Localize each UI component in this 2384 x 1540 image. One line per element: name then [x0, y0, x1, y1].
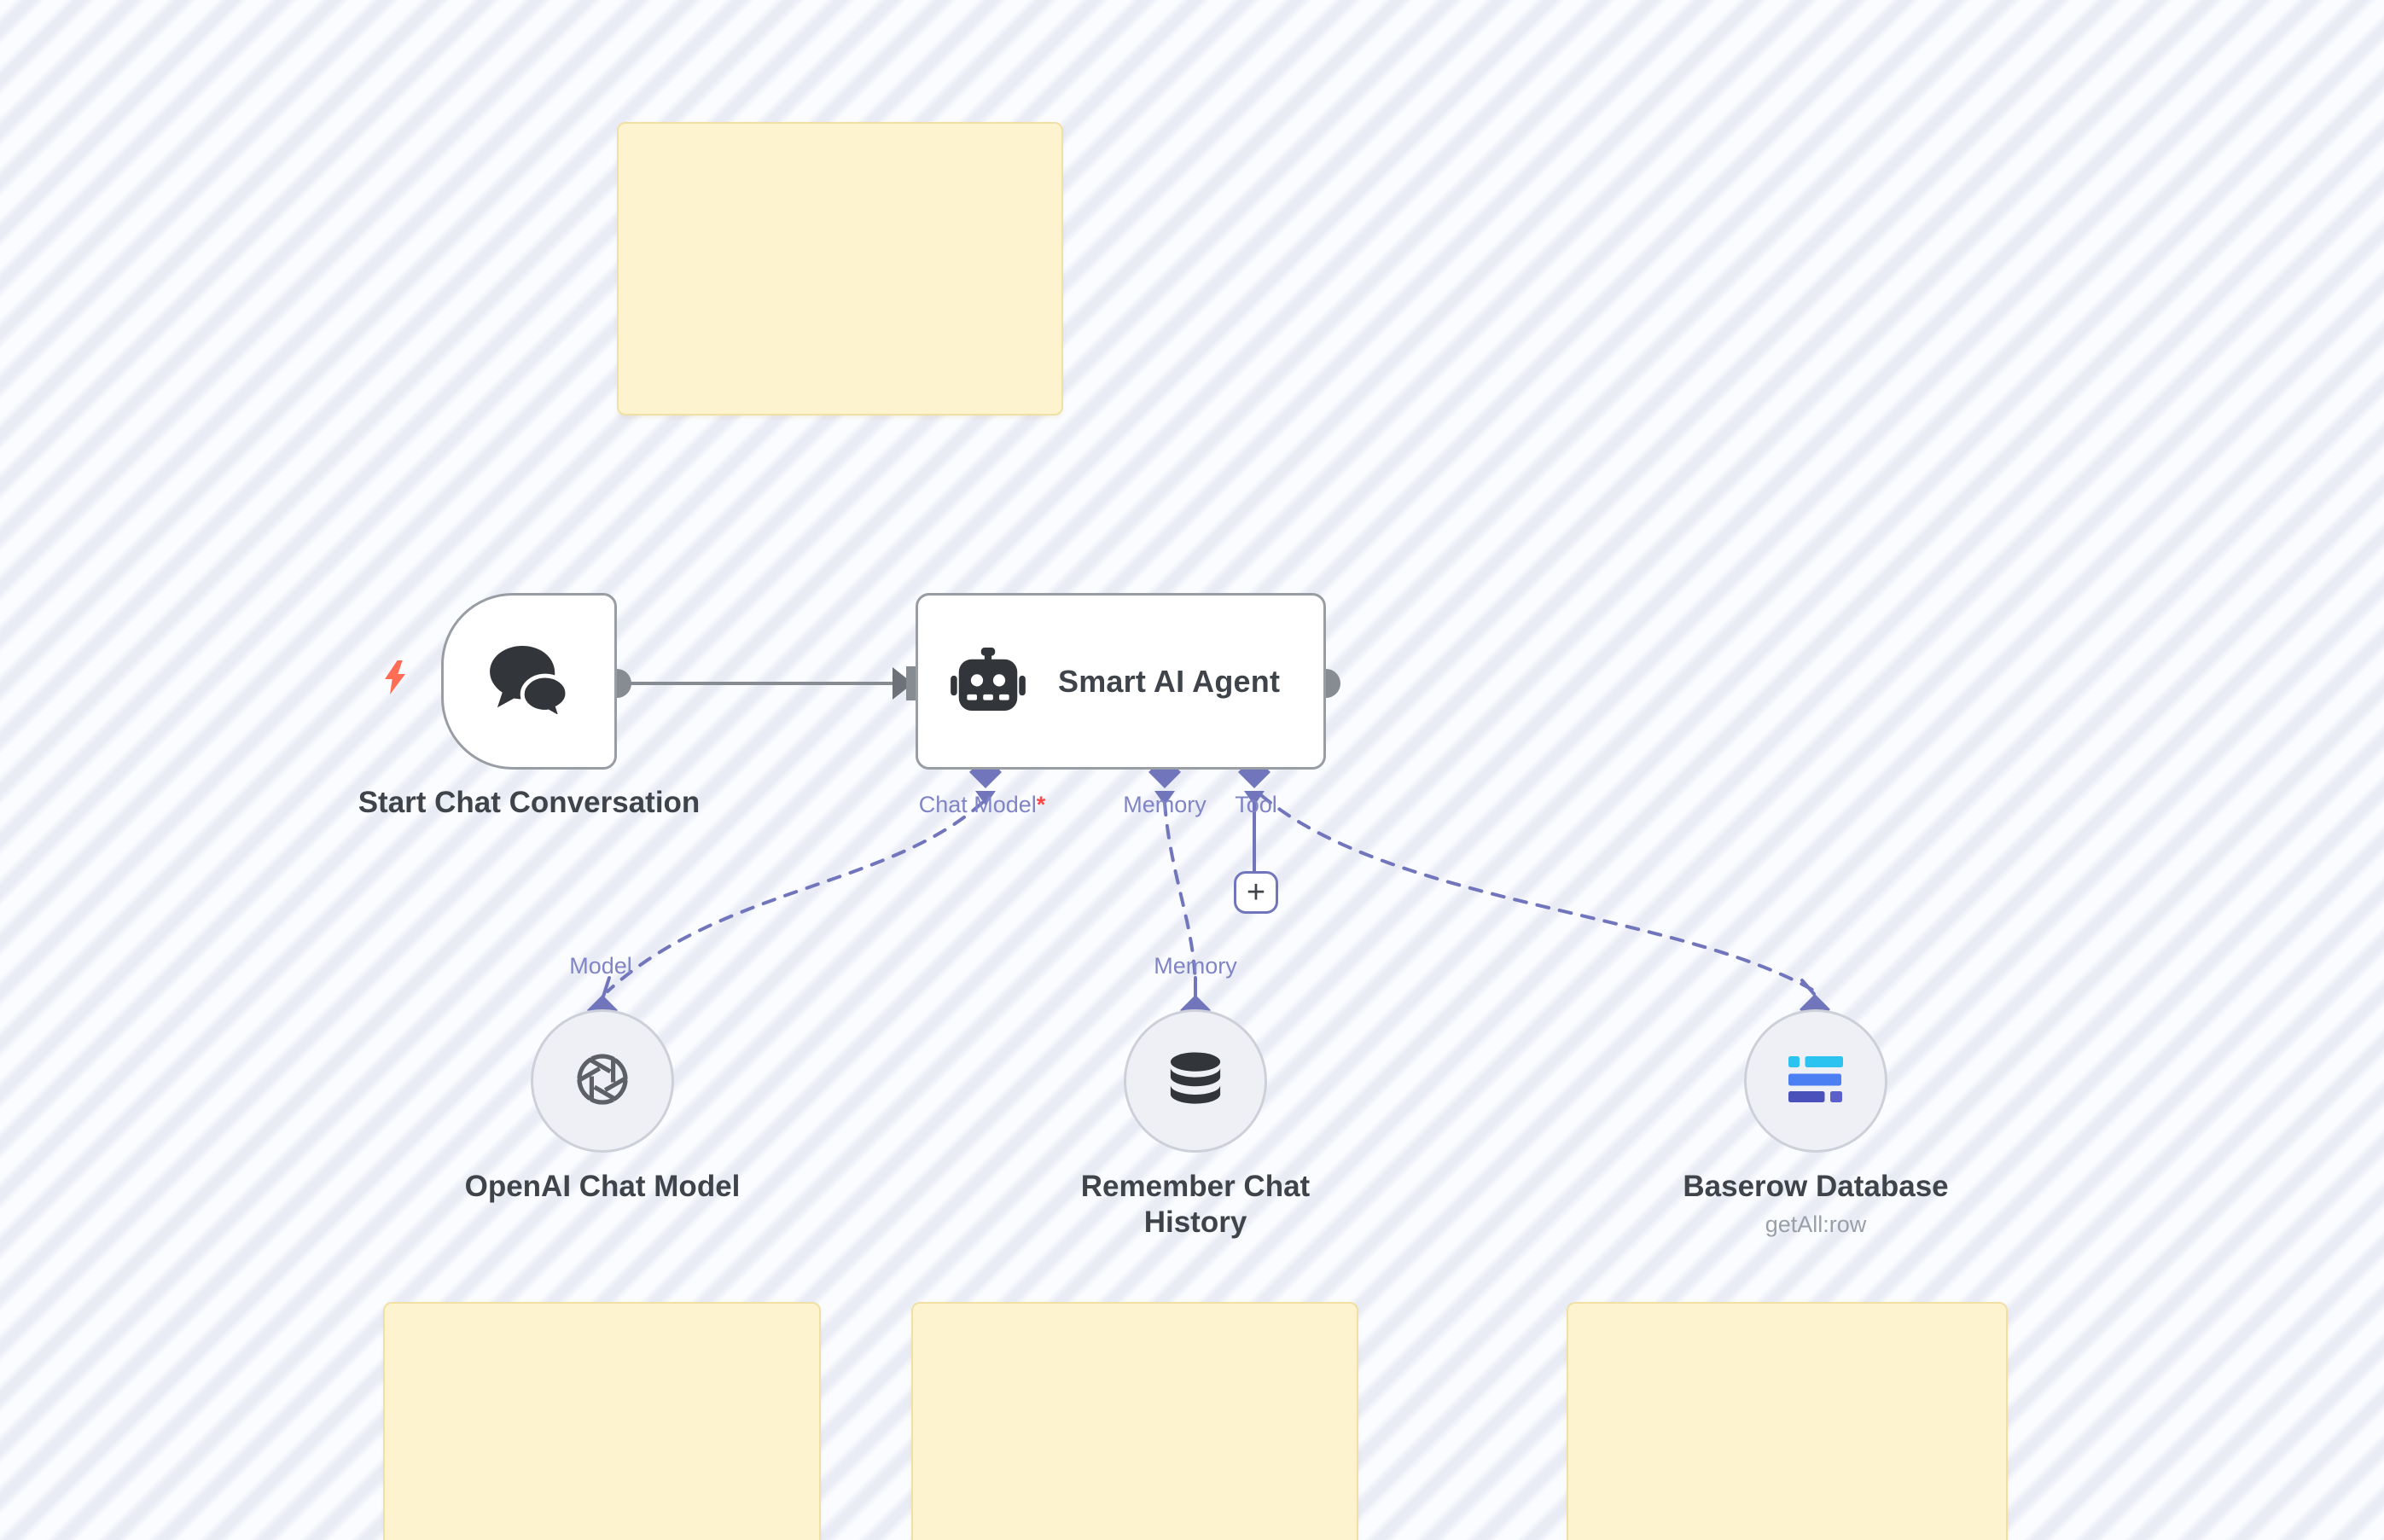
trigger-bolt-icon	[381, 660, 409, 695]
wire-chatmodel-to-openai[interactable]	[606, 801, 984, 993]
baserow-operation-label: getAll:row	[1765, 1212, 1867, 1237]
baserow-logo-icon	[1788, 1055, 1843, 1107]
openai-port-label: Model	[569, 953, 632, 979]
sticky-note[interactable]	[617, 122, 1063, 416]
node-remember-chat-history[interactable]	[1124, 1009, 1267, 1153]
history-node-label: Remember Chat History	[1080, 1170, 1311, 1239]
history-port-label: Memory	[1154, 953, 1237, 979]
node-chat-trigger[interactable]	[441, 593, 617, 770]
openai-node-label: OpenAI Chat Model	[464, 1170, 741, 1203]
node-ai-agent[interactable]: Smart AI Agent	[916, 593, 1326, 770]
sticky-note[interactable]	[911, 1302, 1358, 1540]
node-baserow-database[interactable]	[1744, 1009, 1887, 1153]
add-tool-button[interactable]: +	[1234, 871, 1278, 914]
wire-tool-to-baserow[interactable]	[1259, 793, 1814, 991]
required-marker: *	[1036, 792, 1046, 817]
wire-arrowhead	[893, 667, 913, 700]
wire-stub-openai	[602, 976, 611, 998]
database-icon	[1167, 1051, 1224, 1112]
robot-icon	[951, 648, 1026, 715]
openai-logo-icon	[575, 1052, 630, 1111]
wire-memory-to-history[interactable]	[1163, 801, 1197, 993]
port-label-chat-model: Chat Model*	[918, 792, 1046, 817]
port-label-memory: Memory	[1123, 792, 1207, 817]
chat-bubbles-icon	[487, 644, 571, 724]
sticky-note[interactable]	[383, 1302, 821, 1540]
chat-trigger-label: Start Chat Conversation	[358, 786, 701, 819]
node-openai-chat-model[interactable]	[531, 1009, 674, 1153]
agent-title: Smart AI Agent	[1058, 663, 1281, 699]
wire-stub-baserow	[1800, 979, 1816, 996]
sticky-note[interactable]	[1567, 1302, 2008, 1540]
port-label-tool: Tool	[1235, 792, 1277, 817]
baserow-node-label: Baserow Database	[1683, 1170, 1949, 1203]
